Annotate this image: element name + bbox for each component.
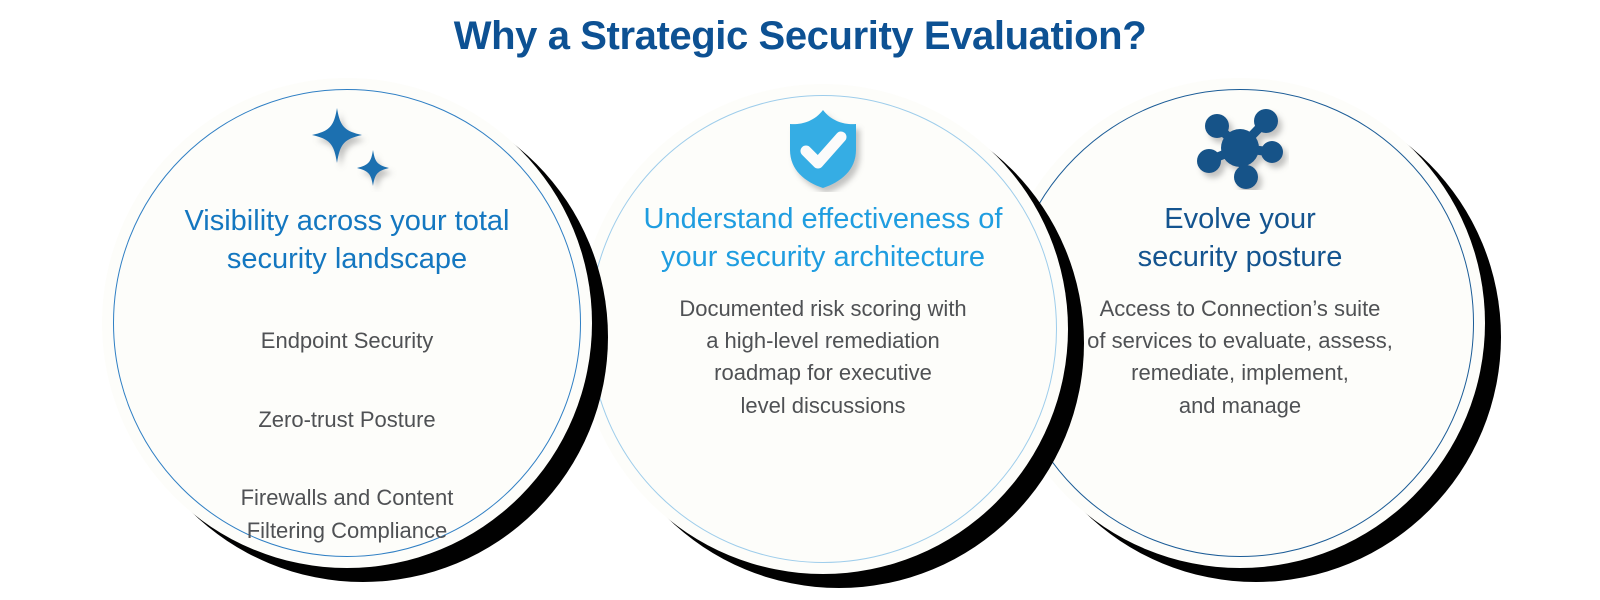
page-title: Why a Strategic Security Evaluation? [453, 14, 1147, 58]
card-heading: Visibility across your total security la… [184, 205, 510, 276]
card-heading: Evolve your security posture [1137, 203, 1343, 274]
card-visibility: Visibility across your total security la… [102, 78, 608, 600]
body-line: Firewalls and Content Filtering Complian… [240, 485, 454, 543]
sparkles-icon [295, 106, 399, 192]
card-heading: Understand effectiveness of your securit… [643, 203, 1003, 274]
shield-check-icon [781, 106, 865, 192]
body-line: Zero-trust Posture [258, 406, 436, 432]
card-content: Visibility across your total security la… [102, 78, 592, 600]
card-content: Understand effectiveness of your securit… [578, 84, 1068, 574]
card-content: Evolve your security posture Access to C… [995, 78, 1485, 568]
network-hub-icon [1191, 104, 1289, 190]
body-line: Security Awareness Training [241, 593, 454, 600]
card-ring [113, 89, 581, 557]
card-body: Access to Connection’s suite of services… [1087, 295, 1393, 418]
card-body: Documented risk scoring with a high-leve… [679, 295, 967, 418]
body-line: Endpoint Security [260, 327, 434, 353]
card-body: Endpoint Security Zero-trust Posture Fir… [207, 293, 488, 600]
card-effectiveness: Understand effectiveness of your securit… [578, 84, 1084, 588]
